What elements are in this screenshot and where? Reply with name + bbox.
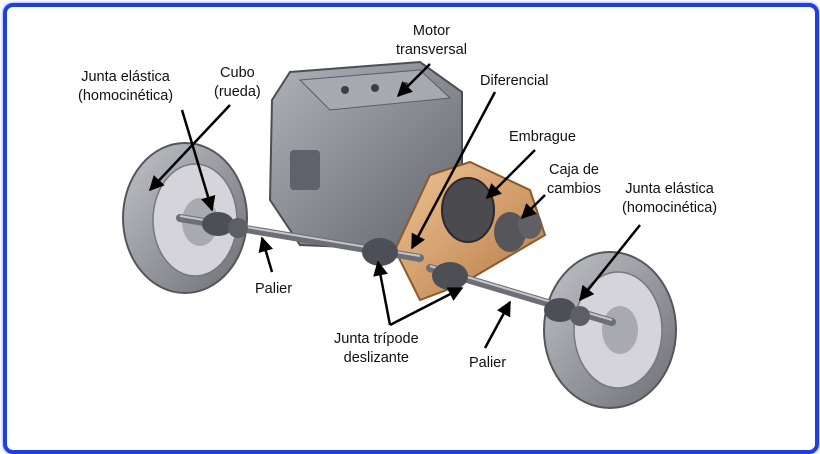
label-palier-left: Palier [255, 281, 293, 297]
leader-arrows [148, 63, 641, 349]
arrow-embrague [485, 149, 536, 200]
right-wheel [543, 251, 677, 409]
label-junta-elastica-right: Junta elástica (homocinética) [622, 181, 718, 216]
label-motor-transversal: Motor transversal [396, 23, 467, 58]
arrow-palier-right [483, 300, 512, 349]
arrow-cubo [148, 104, 231, 192]
arrow-junta-left [180, 109, 216, 212]
left-halfshaft [176, 212, 424, 266]
arrow-junta-right [579, 224, 641, 302]
arrow-caja [520, 194, 546, 220]
arrow-motor [396, 63, 431, 98]
label-junta-tripode: Junta trípode deslizante [334, 331, 419, 366]
arrow-tripode-a [373, 260, 392, 326]
label-palier-right: Palier [469, 355, 507, 371]
label-junta-elastica-left: Junta elástica (homocinética) [78, 69, 174, 104]
label-embrague: Embrague [509, 129, 576, 145]
arrow-tripode-b [389, 286, 464, 327]
right-halfshaft [426, 262, 616, 326]
label-cubo-rueda: Cubo (rueda) [214, 65, 261, 100]
label-diferencial: Diferencial [480, 73, 549, 89]
arrow-diferencial [410, 91, 497, 250]
arrow-palier-left [258, 236, 274, 273]
label-caja-de-cambios: Caja de cambios [547, 162, 601, 197]
